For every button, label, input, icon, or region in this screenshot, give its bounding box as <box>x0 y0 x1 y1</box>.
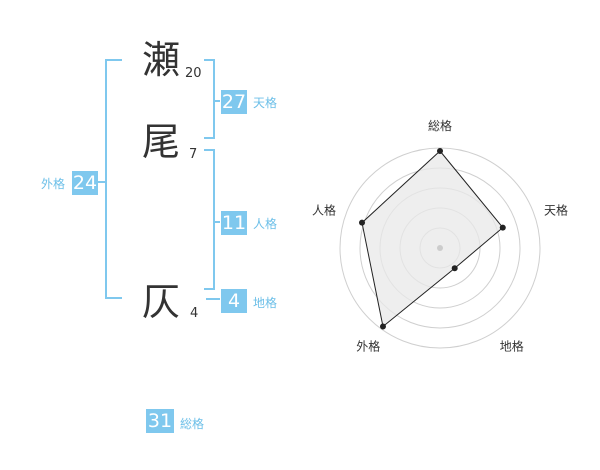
radar-axis-label: 外格 <box>356 339 380 354</box>
stroke-count-1: 20 <box>185 66 202 81</box>
radar-axis-label: 総格 <box>428 118 452 133</box>
radar-points <box>359 148 506 330</box>
stroke-count-3: 4 <box>190 306 199 321</box>
radar-axis-label: 天格 <box>544 202 568 217</box>
stroke-count-2: 7 <box>189 147 198 162</box>
radar-point <box>499 224 506 231</box>
radar-point <box>451 265 458 272</box>
radar-point <box>379 323 386 330</box>
radar-center <box>437 245 443 251</box>
soukaku-label: 総格 <box>180 417 205 431</box>
radar-polygon <box>361 150 504 328</box>
chikaku-label: 地格 <box>253 296 278 310</box>
name-char-1: 瀬 <box>142 38 181 82</box>
name-char-2: 尾 <box>142 120 181 164</box>
radar-point <box>437 148 443 154</box>
tenkaku-bracket <box>204 59 215 139</box>
jinkaku-bracket <box>204 149 215 290</box>
jinkaku-label: 人格 <box>253 217 278 231</box>
chikaku-value: 4 <box>221 289 247 313</box>
gaikaku-value: 24 <box>72 171 98 195</box>
jinkaku-value: 11 <box>221 211 247 235</box>
soukaku-value: 31 <box>146 409 174 433</box>
radar-point <box>359 219 366 226</box>
gaikaku-bracket <box>105 59 122 299</box>
radar-axis-label: 地格 <box>500 339 524 354</box>
tenkaku-value: 27 <box>221 90 247 114</box>
radar-axis-label: 人格 <box>312 202 336 217</box>
tenkaku-label: 天格 <box>253 96 278 110</box>
gaikaku-label: 外格 <box>41 177 66 191</box>
name-char-3: 仄 <box>142 280 181 324</box>
